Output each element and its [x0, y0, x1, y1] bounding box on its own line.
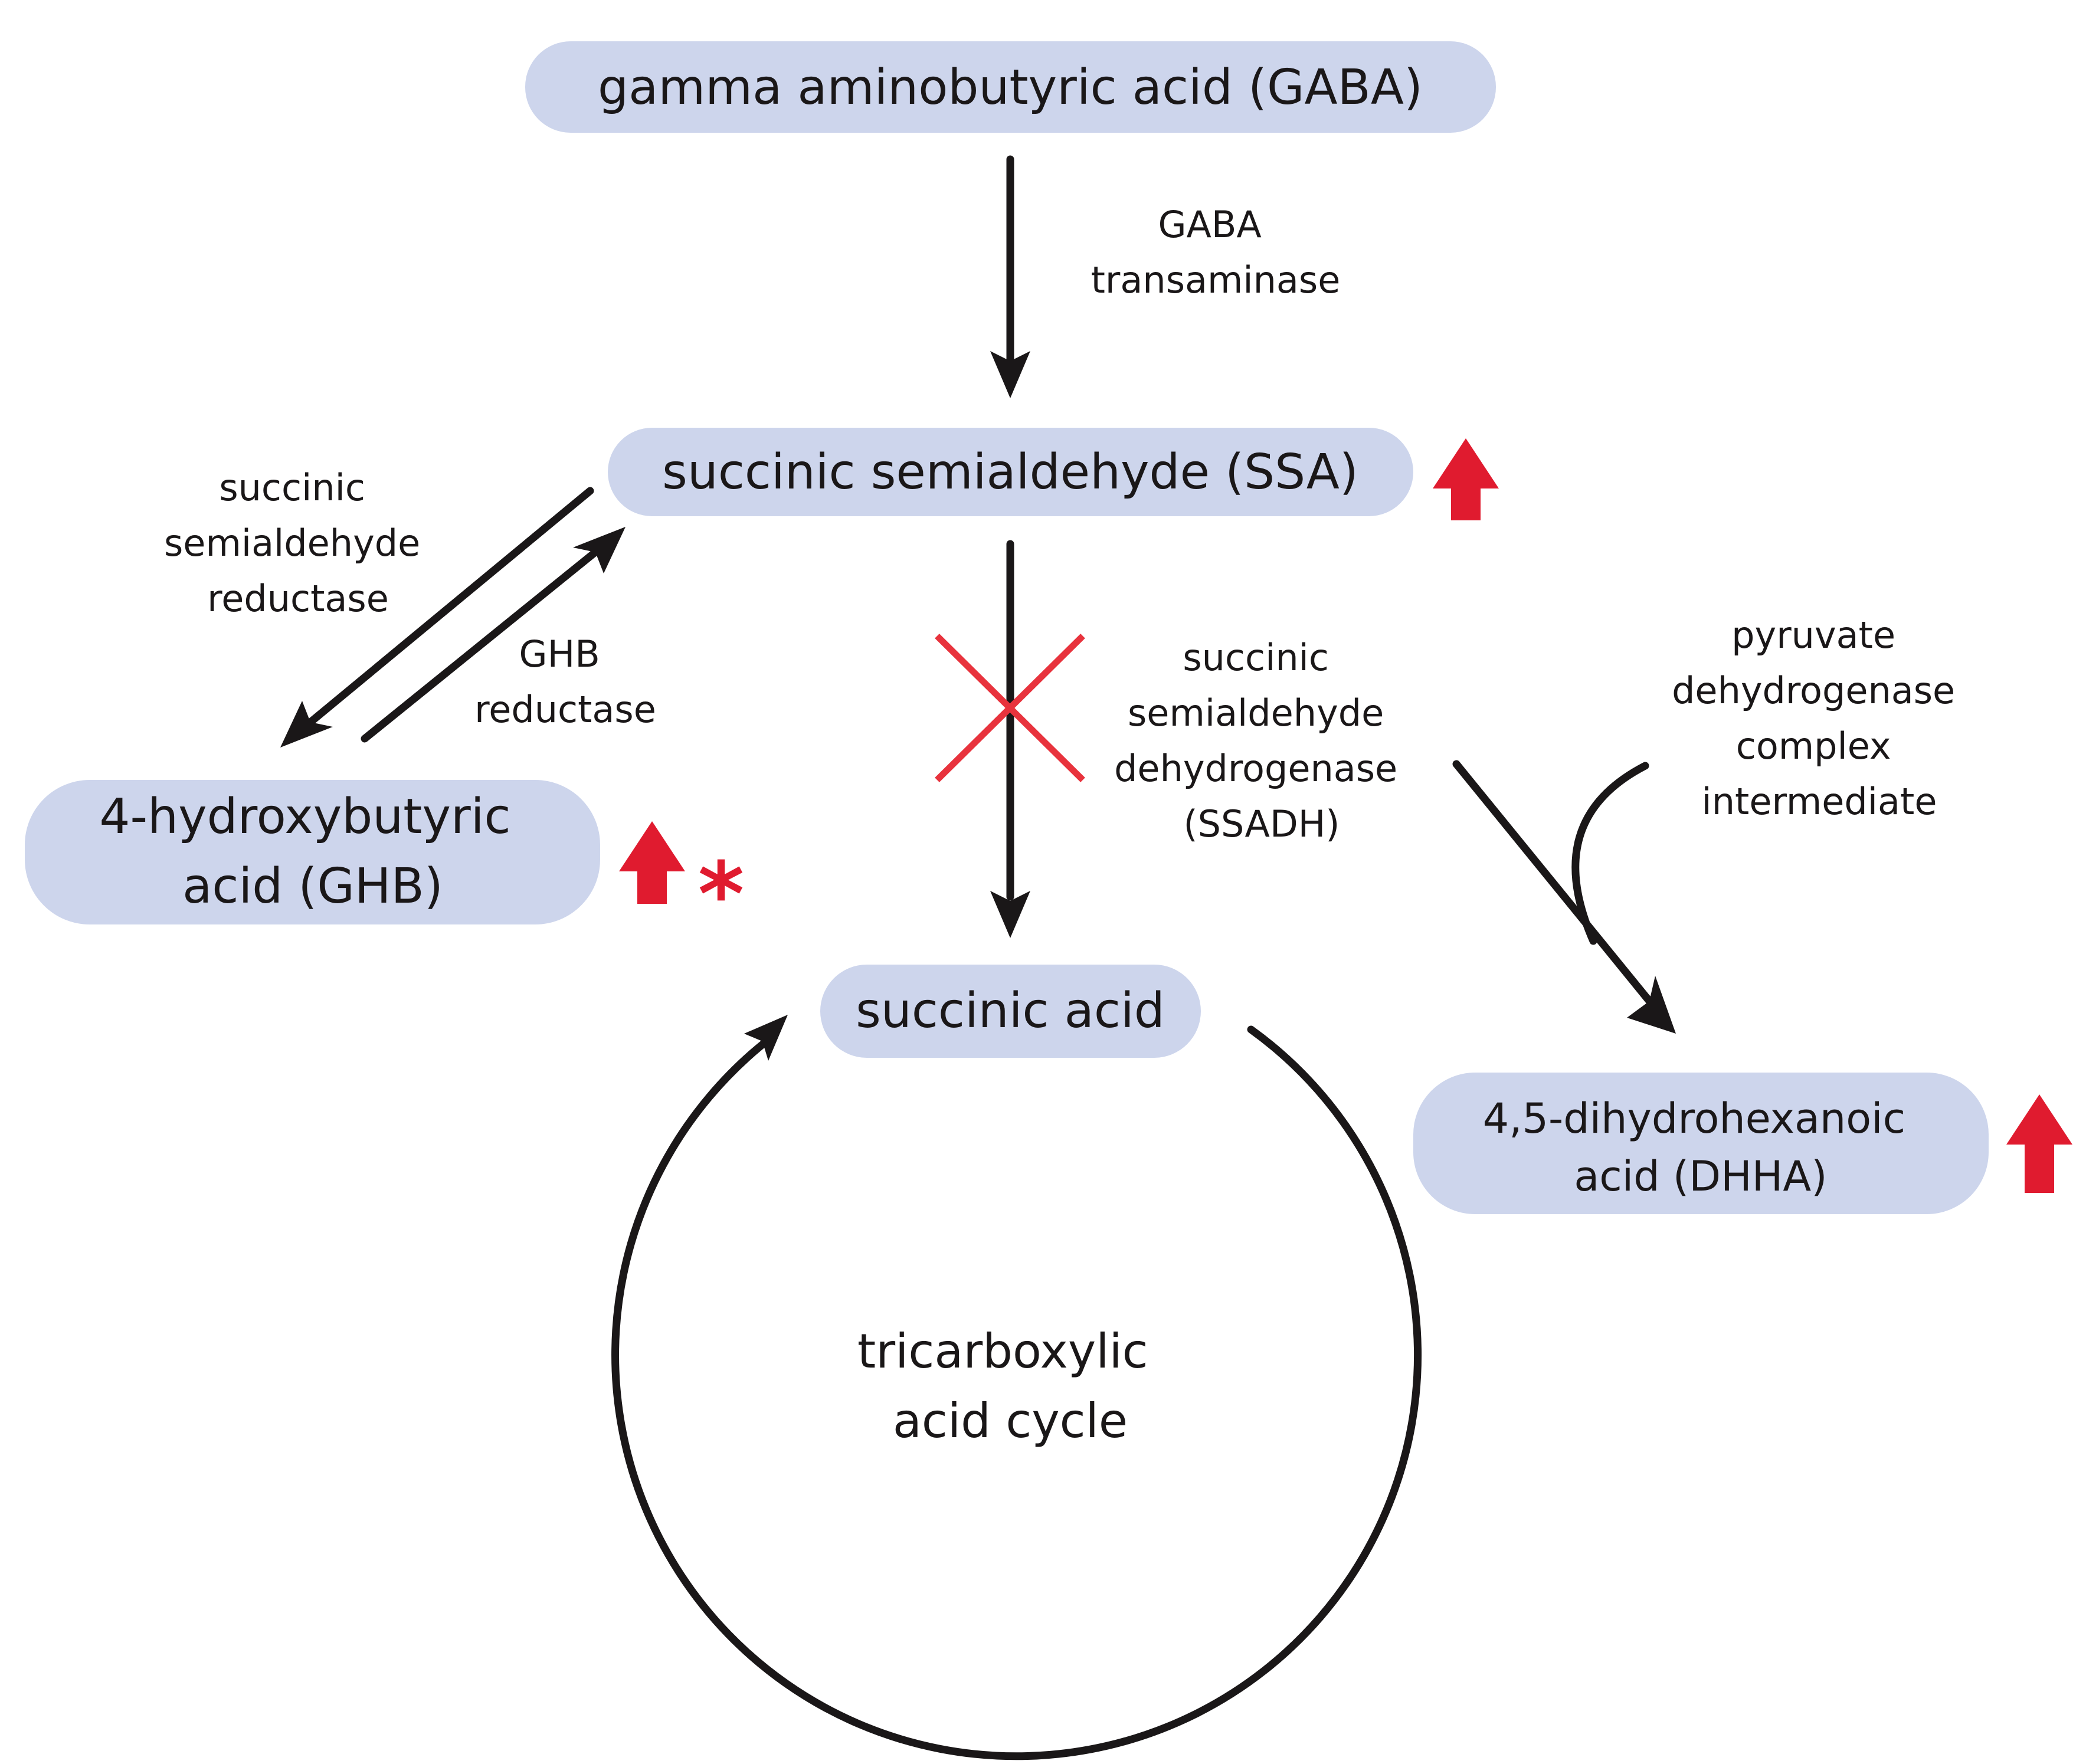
tca-cycle-label-line-1: tricarboxylic: [857, 1324, 1148, 1379]
enzyme-gaba-transaminase: GABA transaminase: [1091, 203, 1341, 301]
node-gaba-label: gamma aminobutyric acid (GABA): [598, 60, 1423, 116]
svg-text:succinic acid: succinic acid: [856, 983, 1165, 1039]
svg-text:4-hydroxybutyric acid (G: 4-hydroxybutyric acid (GHB): [99, 789, 526, 914]
arrow-ssa-to-ghb: [280, 487, 594, 747]
tca-cycle-label-line-2: acid cycle: [893, 1394, 1128, 1448]
increase-arrow-ghb-icon: [619, 821, 685, 904]
node-dhha-label-line-1: 4,5-dihydrohexanoic: [1483, 1094, 1905, 1143]
enzyme-ssa-reductase: succinic semialdehyde reductase: [164, 466, 432, 620]
increase-arrow-dhha-icon: [2006, 1094, 2072, 1193]
node-dhha: 4,5-dihydrohexanoic acid (DHHA): [1413, 1073, 1989, 1214]
svg-text:succinic semialdehyde (SSA): succinic semialdehyde (SSA): [662, 444, 1358, 500]
node-gaba: gamma aminobutyric acid (GABA): [525, 41, 1496, 133]
arrow-ghb-to-ssa: [361, 527, 626, 743]
node-ghb-label-line-2: acid (GHB): [182, 858, 443, 914]
node-ghb-label-line-1: 4-hydroxybutyric: [99, 789, 510, 845]
node-ssa: succinic semialdehyde (SSA): [608, 428, 1413, 516]
arrow-ssa-to-succinic: [990, 540, 1030, 938]
svg-text:4,5-dihydrohexanoic acid: 4,5-dihydrohexanoic acid (DHHA): [1483, 1094, 1919, 1201]
svg-text:gamma aminobutyric acid (GABA): gamma aminobutyric acid (GABA): [598, 60, 1423, 116]
node-ssa-label: succinic semialdehyde (SSA): [662, 444, 1358, 500]
arrow-gaba-to-ssa: [990, 155, 1030, 398]
enzyme-pdh-intermediate: pyruvate dehydrogenase complex intermedi…: [1672, 614, 1967, 823]
tca-cycle: tricarboxylic acid cycle: [611, 1015, 1422, 1760]
asterisk-marker: *: [698, 844, 744, 946]
svg-text:tricarboxylic acid cycle: tricarboxylic acid cycle: [857, 1324, 1163, 1448]
node-ghb: 4-hydroxybutyric acid (GHB): [25, 780, 600, 924]
arrow-pdh-intermediate-join: [1571, 762, 1649, 945]
node-succinic-acid: succinic acid: [820, 965, 1201, 1058]
node-succinic-acid-label: succinic acid: [856, 983, 1165, 1039]
enzyme-ghb-reductase: GHB reductase: [474, 632, 656, 731]
enzyme-ssadh: succinic semialdehyde dehydrogenase (SSA…: [1114, 636, 1409, 845]
increase-arrow-ssa-icon: [1433, 438, 1499, 520]
node-dhha-label-line-2: acid (DHHA): [1574, 1152, 1827, 1201]
arrow-ssa-to-dhha: [1452, 760, 1676, 1034]
blocked-reaction-cross-icon: [935, 634, 1085, 782]
